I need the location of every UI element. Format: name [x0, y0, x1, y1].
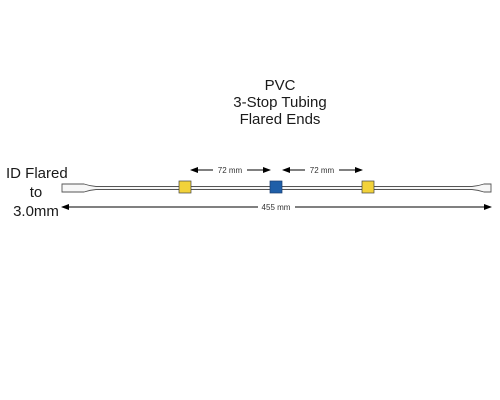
diagram-title: PVC 3-Stop Tubing Flared Ends: [180, 77, 380, 128]
id-label-line3: 3.0mm: [13, 203, 59, 220]
right-spacing-label: 72 mm: [310, 166, 335, 175]
total-length-label: 455 mm: [262, 203, 291, 212]
title-product: 3-Stop Tubing: [233, 94, 327, 111]
left-stop: [178, 180, 192, 194]
id-label-line1: ID Flared: [6, 165, 68, 182]
id-label-line2: to: [29, 184, 43, 201]
center-stop: [269, 180, 283, 194]
id-flared-label: ID Flared to 3.0mm: [6, 164, 68, 221]
title-material: PVC: [264, 77, 296, 94]
right-stop: [361, 180, 375, 194]
left-spacing-label: 72 mm: [218, 166, 243, 175]
title-ends: Flared Ends: [239, 111, 321, 128]
